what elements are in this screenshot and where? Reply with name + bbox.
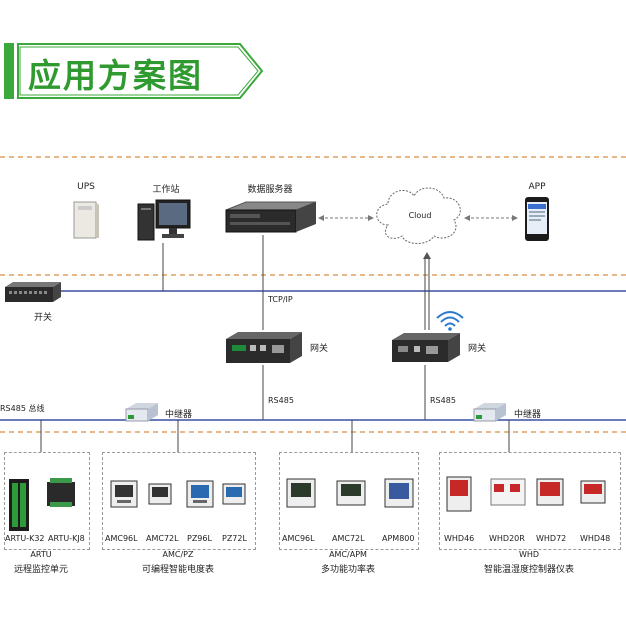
workstation-icon	[137, 199, 191, 241]
gateway-left-label: 网关	[310, 344, 329, 354]
whd-device-label: WHD72	[536, 534, 567, 543]
artu-k32-device	[9, 479, 29, 531]
repeater-right-label: 中继器	[514, 410, 542, 420]
rs485-bus-label: RS485 总线	[0, 404, 45, 413]
cloud-label: Cloud	[408, 211, 432, 220]
ups-icon	[73, 201, 99, 239]
group-series-amc-pz: AMC/PZ	[162, 550, 194, 559]
repeater-left-icon	[125, 403, 158, 422]
repeater-right-icon	[473, 403, 506, 422]
amc96l-apm-meter-icon	[286, 478, 316, 508]
whd-device-label: WHD20R	[489, 534, 525, 543]
whd-device-label: WHD46	[444, 534, 475, 543]
group-series-whd: WHD	[518, 550, 540, 559]
tcp-ip-label: TCP/IP	[268, 295, 293, 304]
server-label: 数据服务器	[247, 185, 293, 195]
gateway-right-icon	[392, 333, 460, 362]
group-name-whd: 智能温湿度控制器仪表	[483, 565, 575, 575]
switch-label: 开关	[34, 313, 53, 323]
amc-apm-device-label: AMC72L	[332, 534, 365, 543]
amc-pz-device-label: AMC72L	[146, 534, 179, 543]
group-name-amc-apm: 多功能功率表	[320, 565, 376, 575]
server-icon	[225, 201, 317, 233]
amc-apm-device-label: APM800	[382, 534, 415, 543]
group-series-artu: ARTU	[30, 550, 52, 559]
amc-pz-device-label: PZ72L	[222, 534, 247, 543]
artu-device-label: ARTU-K32	[5, 534, 45, 543]
amc-pz-device-label: AMC96L	[105, 534, 138, 543]
amc96l-meter-icon	[110, 480, 138, 508]
whd46-controller-icon	[446, 476, 472, 512]
gateway-left-icon	[226, 332, 302, 363]
apm800-meter-icon	[384, 478, 414, 508]
amc72l-meter-icon	[148, 483, 172, 505]
group-name-artu: 远程监控单元	[13, 565, 69, 575]
artu-kj8-device	[47, 478, 75, 507]
pz96l-meter-icon	[186, 480, 214, 508]
whd-device-label: WHD48	[580, 534, 611, 543]
rs485-left-label: RS485	[268, 396, 294, 405]
whd72-controller-icon	[536, 478, 564, 506]
repeater-left-label: 中继器	[165, 410, 193, 420]
phone-icon	[525, 197, 549, 241]
whd20r-controller-icon	[490, 478, 526, 506]
ups-label: UPS	[77, 182, 95, 192]
wifi-icon	[436, 311, 464, 331]
switch-icon	[5, 282, 61, 302]
whd48-controller-icon	[580, 480, 606, 504]
page-title: 应用方案图	[28, 56, 203, 95]
workstation-label: 工作站	[152, 185, 180, 195]
gateway-right-label: 网关	[468, 344, 487, 354]
app-label: APP	[528, 182, 546, 192]
pz72l-meter-icon	[222, 483, 246, 505]
title-banner: 应用方案图	[4, 40, 266, 102]
rs485-right-label: RS485	[430, 396, 456, 405]
amc-pz-device-label: PZ96L	[187, 534, 212, 543]
artu-device-label: ARTU-KJ8	[48, 534, 85, 543]
amc-apm-device-label: AMC96L	[282, 534, 315, 543]
group-name-amc-pz: 可编程智能电度表	[141, 565, 215, 575]
group-series-amc-apm: AMC/APM	[329, 550, 367, 559]
amc72l-apm-meter-icon	[336, 480, 366, 506]
